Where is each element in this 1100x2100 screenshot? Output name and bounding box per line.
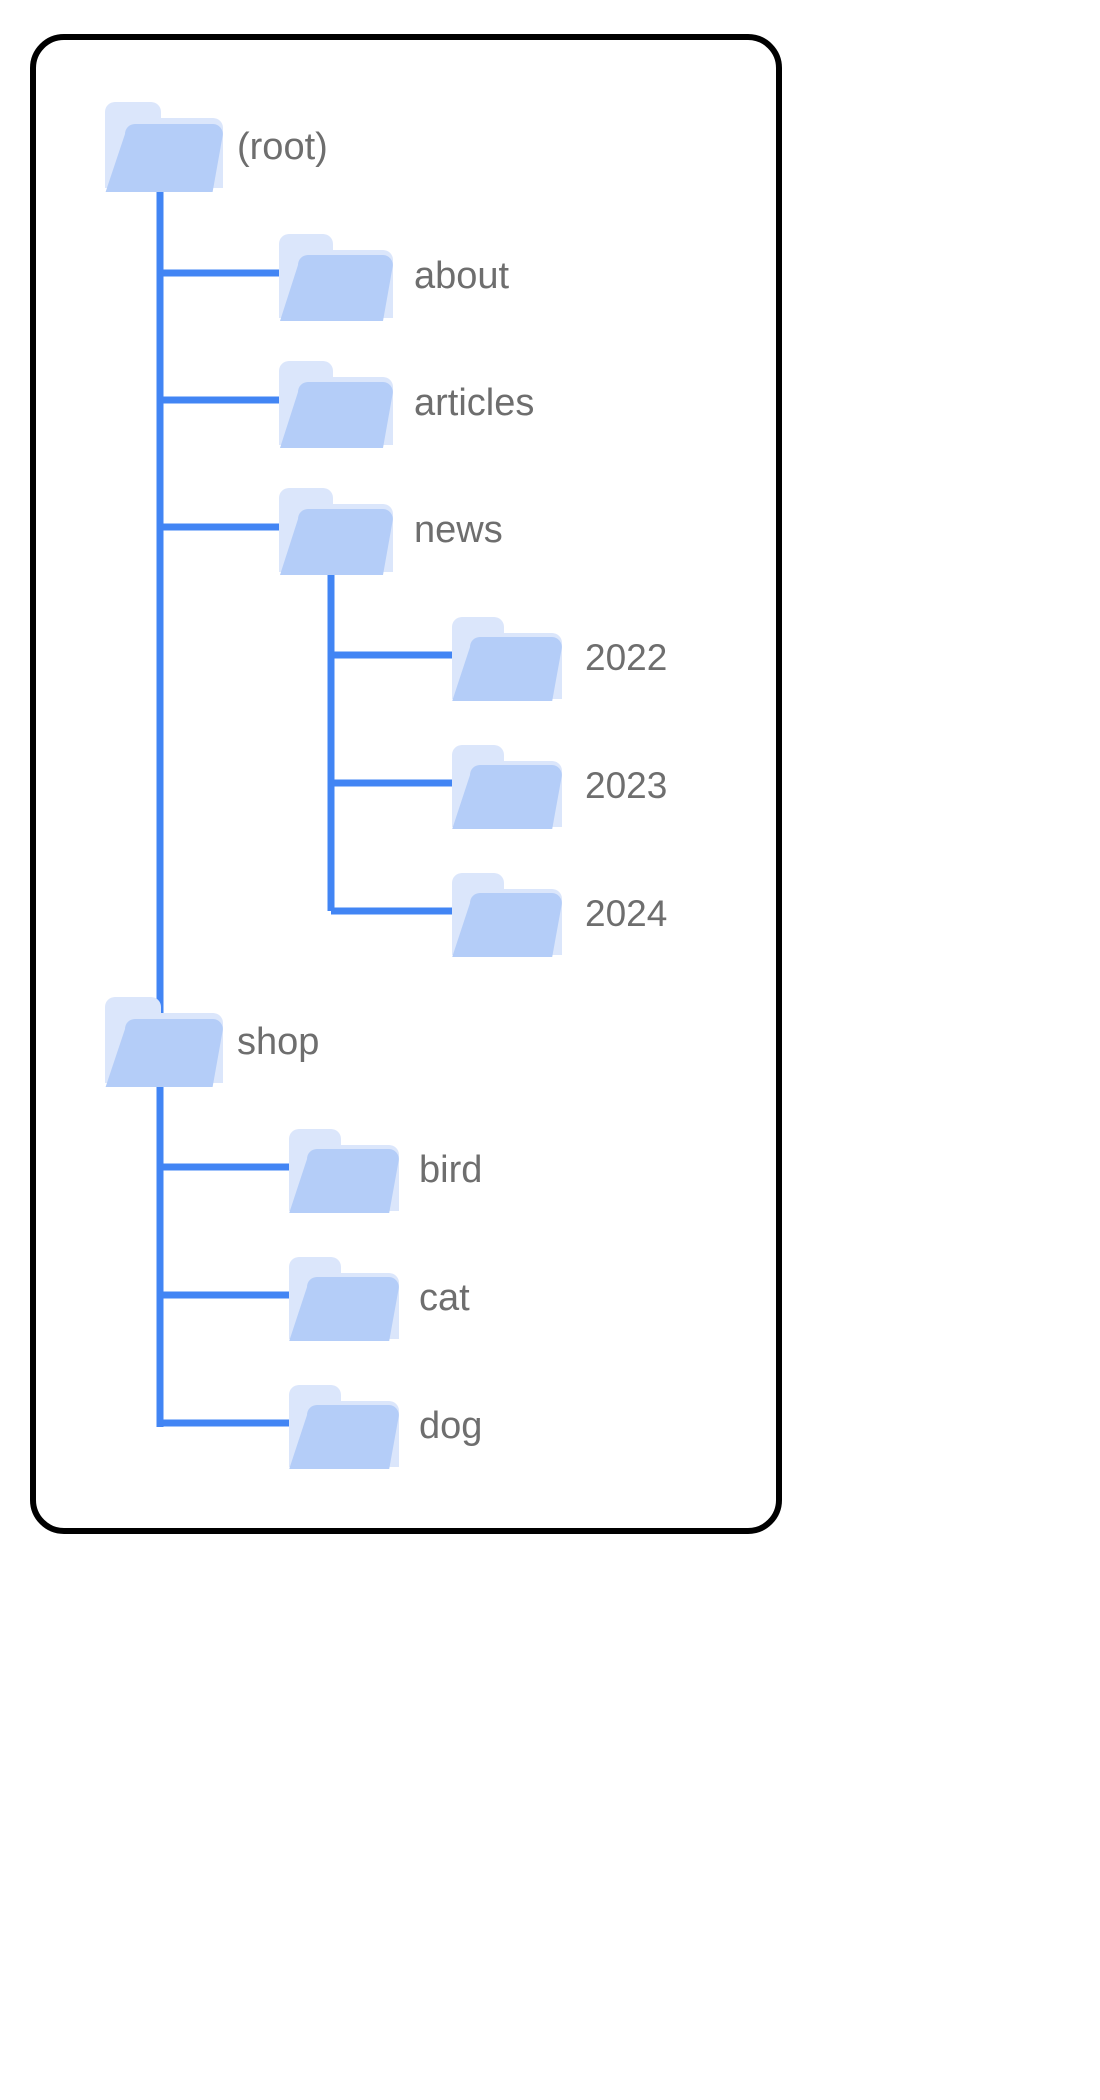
folder-icon[interactable] bbox=[452, 873, 562, 957]
folder-icon[interactable] bbox=[279, 361, 393, 448]
folder-icon[interactable] bbox=[452, 617, 562, 701]
tree-node-label: dog bbox=[419, 1405, 482, 1447]
tree-node-bird[interactable]: bird bbox=[289, 1129, 482, 1213]
tree-node-2022[interactable]: 2022 bbox=[452, 617, 667, 701]
tree-node-shop[interactable]: shop bbox=[105, 997, 319, 1087]
folder-icon[interactable] bbox=[289, 1257, 399, 1341]
connector-lines bbox=[156, 178, 456, 1427]
tree-node-2024[interactable]: 2024 bbox=[452, 873, 667, 957]
tree-node-label: 2023 bbox=[585, 765, 667, 806]
tree-node-news[interactable]: news bbox=[279, 488, 503, 575]
tree-node-label: (root) bbox=[237, 126, 328, 168]
tree-node-2023[interactable]: 2023 bbox=[452, 745, 667, 829]
folder-icon[interactable] bbox=[452, 745, 562, 829]
tree-node-label: 2022 bbox=[585, 637, 667, 678]
folder-icon[interactable] bbox=[289, 1129, 399, 1213]
tree-node-label: shop bbox=[237, 1021, 319, 1063]
tree-node-label: about bbox=[414, 255, 510, 297]
tree-node-label: 2024 bbox=[585, 893, 667, 934]
tree-node-articles[interactable]: articles bbox=[279, 361, 534, 448]
tree-node-cat[interactable]: cat bbox=[289, 1257, 470, 1341]
tree-node-root[interactable]: (root) bbox=[105, 102, 328, 192]
tree-node-label: news bbox=[414, 509, 503, 551]
folder-icon[interactable] bbox=[105, 997, 223, 1087]
tree-node-about[interactable]: about bbox=[279, 234, 510, 321]
tree-node-dog[interactable]: dog bbox=[289, 1385, 482, 1469]
folder-icon[interactable] bbox=[105, 102, 223, 192]
tree-node-label: cat bbox=[419, 1277, 470, 1319]
folder-icon[interactable] bbox=[279, 234, 393, 321]
folder-icon[interactable] bbox=[279, 488, 393, 575]
folder-icon[interactable] bbox=[289, 1385, 399, 1469]
tree-node-label: articles bbox=[414, 382, 534, 424]
tree-node-label: bird bbox=[419, 1149, 482, 1191]
